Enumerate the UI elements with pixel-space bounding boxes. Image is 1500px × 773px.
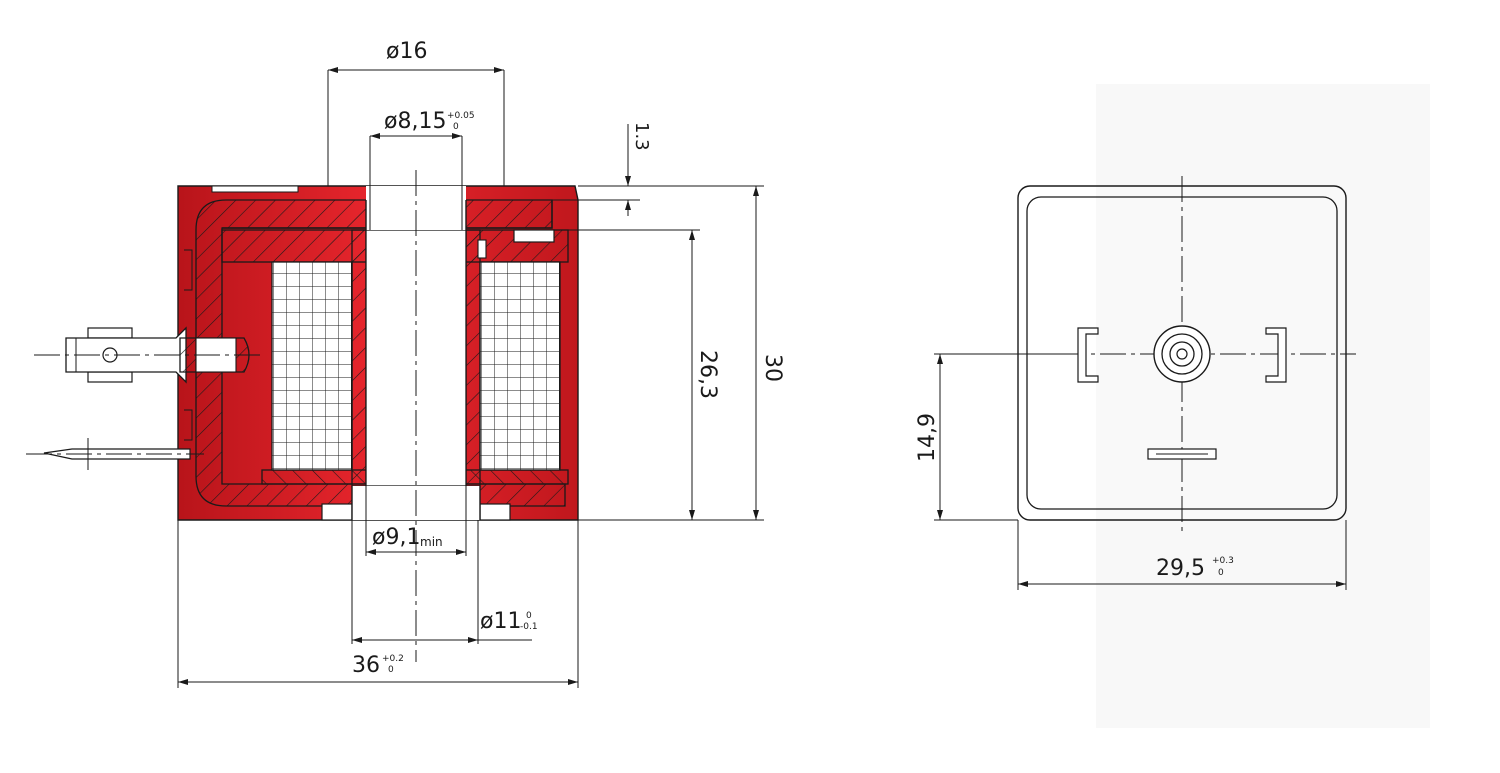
dim-bottom-outer: ø11 [480, 609, 521, 634]
dim-wall-thickness: 1.3 [631, 122, 652, 151]
side-section-view: ø16 ø8,15 +0.05 0 1.3 26,3 30 ø9,1 [26, 39, 785, 688]
bobbin-tube-right [465, 229, 481, 487]
dim-bottom-outer-tol-upper: 0 [526, 611, 532, 621]
dim-bottom-outer-tol-lower: -0.1 [520, 622, 538, 632]
dim-terminal-height: 14,9 [915, 413, 940, 462]
spade-terminal [34, 326, 262, 384]
right-terminal [1265, 327, 1287, 383]
dim-width-tol-upper: +0.2 [382, 654, 404, 664]
bobbin-tube-left [351, 229, 367, 487]
dim-bore-tol-upper: +0.05 [447, 111, 475, 121]
winding-left [271, 261, 353, 471]
dim-overall-width: 36 [352, 653, 380, 678]
dim-outer-diameter: ø16 [386, 39, 427, 64]
end-view-background [1096, 84, 1430, 728]
dim-end-width-tol-lower: 0 [1218, 568, 1224, 578]
dim-bore-tol-lower: 0 [453, 122, 459, 132]
left-terminal [1077, 327, 1099, 383]
ground-pin [26, 438, 204, 470]
winding-right [479, 261, 561, 471]
end-view: 14,9 29,5 +0.3 0 [915, 84, 1430, 728]
dim-end-width: 29,5 [1156, 556, 1205, 581]
dim-overall-height: 30 [760, 354, 785, 382]
dim-bottom-bore-suffix: min [420, 535, 443, 549]
overmold-section [195, 199, 566, 507]
dim-bottom-bore: ø9,1 [372, 525, 420, 550]
dim-width-tol-lower: 0 [388, 665, 394, 675]
dim-bore-diameter: ø8,15 [384, 109, 446, 134]
dim-end-width-tol-upper: +0.3 [1212, 556, 1234, 566]
dim-inner-height: 26,3 [695, 350, 720, 399]
